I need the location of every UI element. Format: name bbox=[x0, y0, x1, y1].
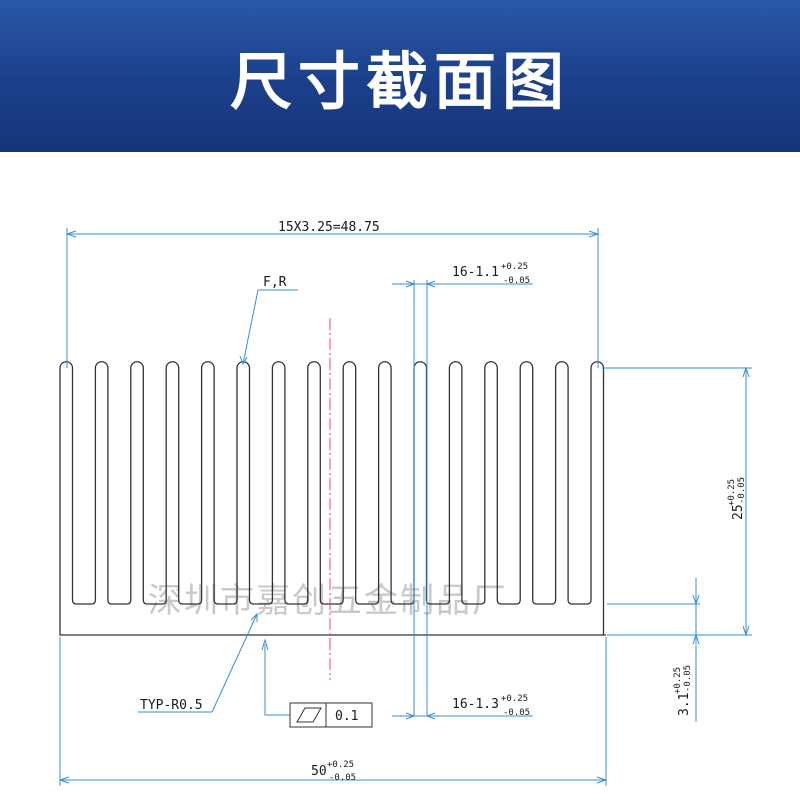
top-span-label: 15X3.25=48.75 bbox=[278, 220, 380, 235]
width-dimension bbox=[58, 637, 608, 786]
height-lower-tol: -0.05 bbox=[737, 477, 747, 504]
typical-radius-leader bbox=[138, 612, 258, 713]
base-thickness-label-group: 3.1 +0.25 -0.05 bbox=[673, 665, 693, 716]
fin-radius-leader bbox=[239, 289, 298, 366]
height-upper-tol: +0.25 bbox=[727, 479, 737, 506]
base-gap-lower-tol: -0.05 bbox=[503, 708, 530, 718]
fin-gap-dimension bbox=[392, 280, 533, 716]
page-title: 尺寸截面图 bbox=[229, 45, 570, 118]
typical-radius-label: TYP-R0.5 bbox=[140, 698, 203, 713]
fin-gap-lower-tol: -0.05 bbox=[503, 276, 530, 286]
flatness-value: 0.1 bbox=[335, 709, 358, 724]
title-banner bbox=[0, 0, 800, 152]
fin-gap-upper-tol: +0.25 bbox=[501, 262, 528, 272]
heatsink-profile-outline bbox=[59, 361, 606, 636]
base-gap-dimension bbox=[392, 712, 533, 720]
base-thickness-dimension bbox=[607, 578, 700, 722]
base-gap-upper-tol: +0.25 bbox=[501, 694, 528, 704]
height-dimension bbox=[602, 366, 752, 637]
base-thickness-lower-tol: -0.05 bbox=[683, 665, 693, 692]
flatness-control-frame bbox=[289, 702, 373, 728]
base-thickness-upper-tol: +0.25 bbox=[673, 667, 683, 694]
width-label: 50 bbox=[311, 764, 327, 779]
top-span-dimension bbox=[65, 228, 600, 368]
base-thickness-label: 3.1 bbox=[677, 693, 692, 716]
width-upper-tol: +0.25 bbox=[327, 760, 354, 770]
base-gap-label: 16-1.3 bbox=[452, 697, 499, 712]
fin-radius-label: F,R bbox=[263, 275, 287, 290]
height-label-group: 25 +0.25 -0.05 bbox=[727, 477, 747, 520]
flatness-symbol-icon bbox=[296, 707, 322, 723]
flatness-leader bbox=[261, 638, 290, 716]
fin-gap-label: 16-1.1 bbox=[452, 265, 499, 280]
height-label: 25 bbox=[731, 504, 746, 520]
width-lower-tol: -0.05 bbox=[329, 773, 356, 783]
watermark-text: 深圳市嘉创五金制品厂 bbox=[148, 581, 508, 621]
